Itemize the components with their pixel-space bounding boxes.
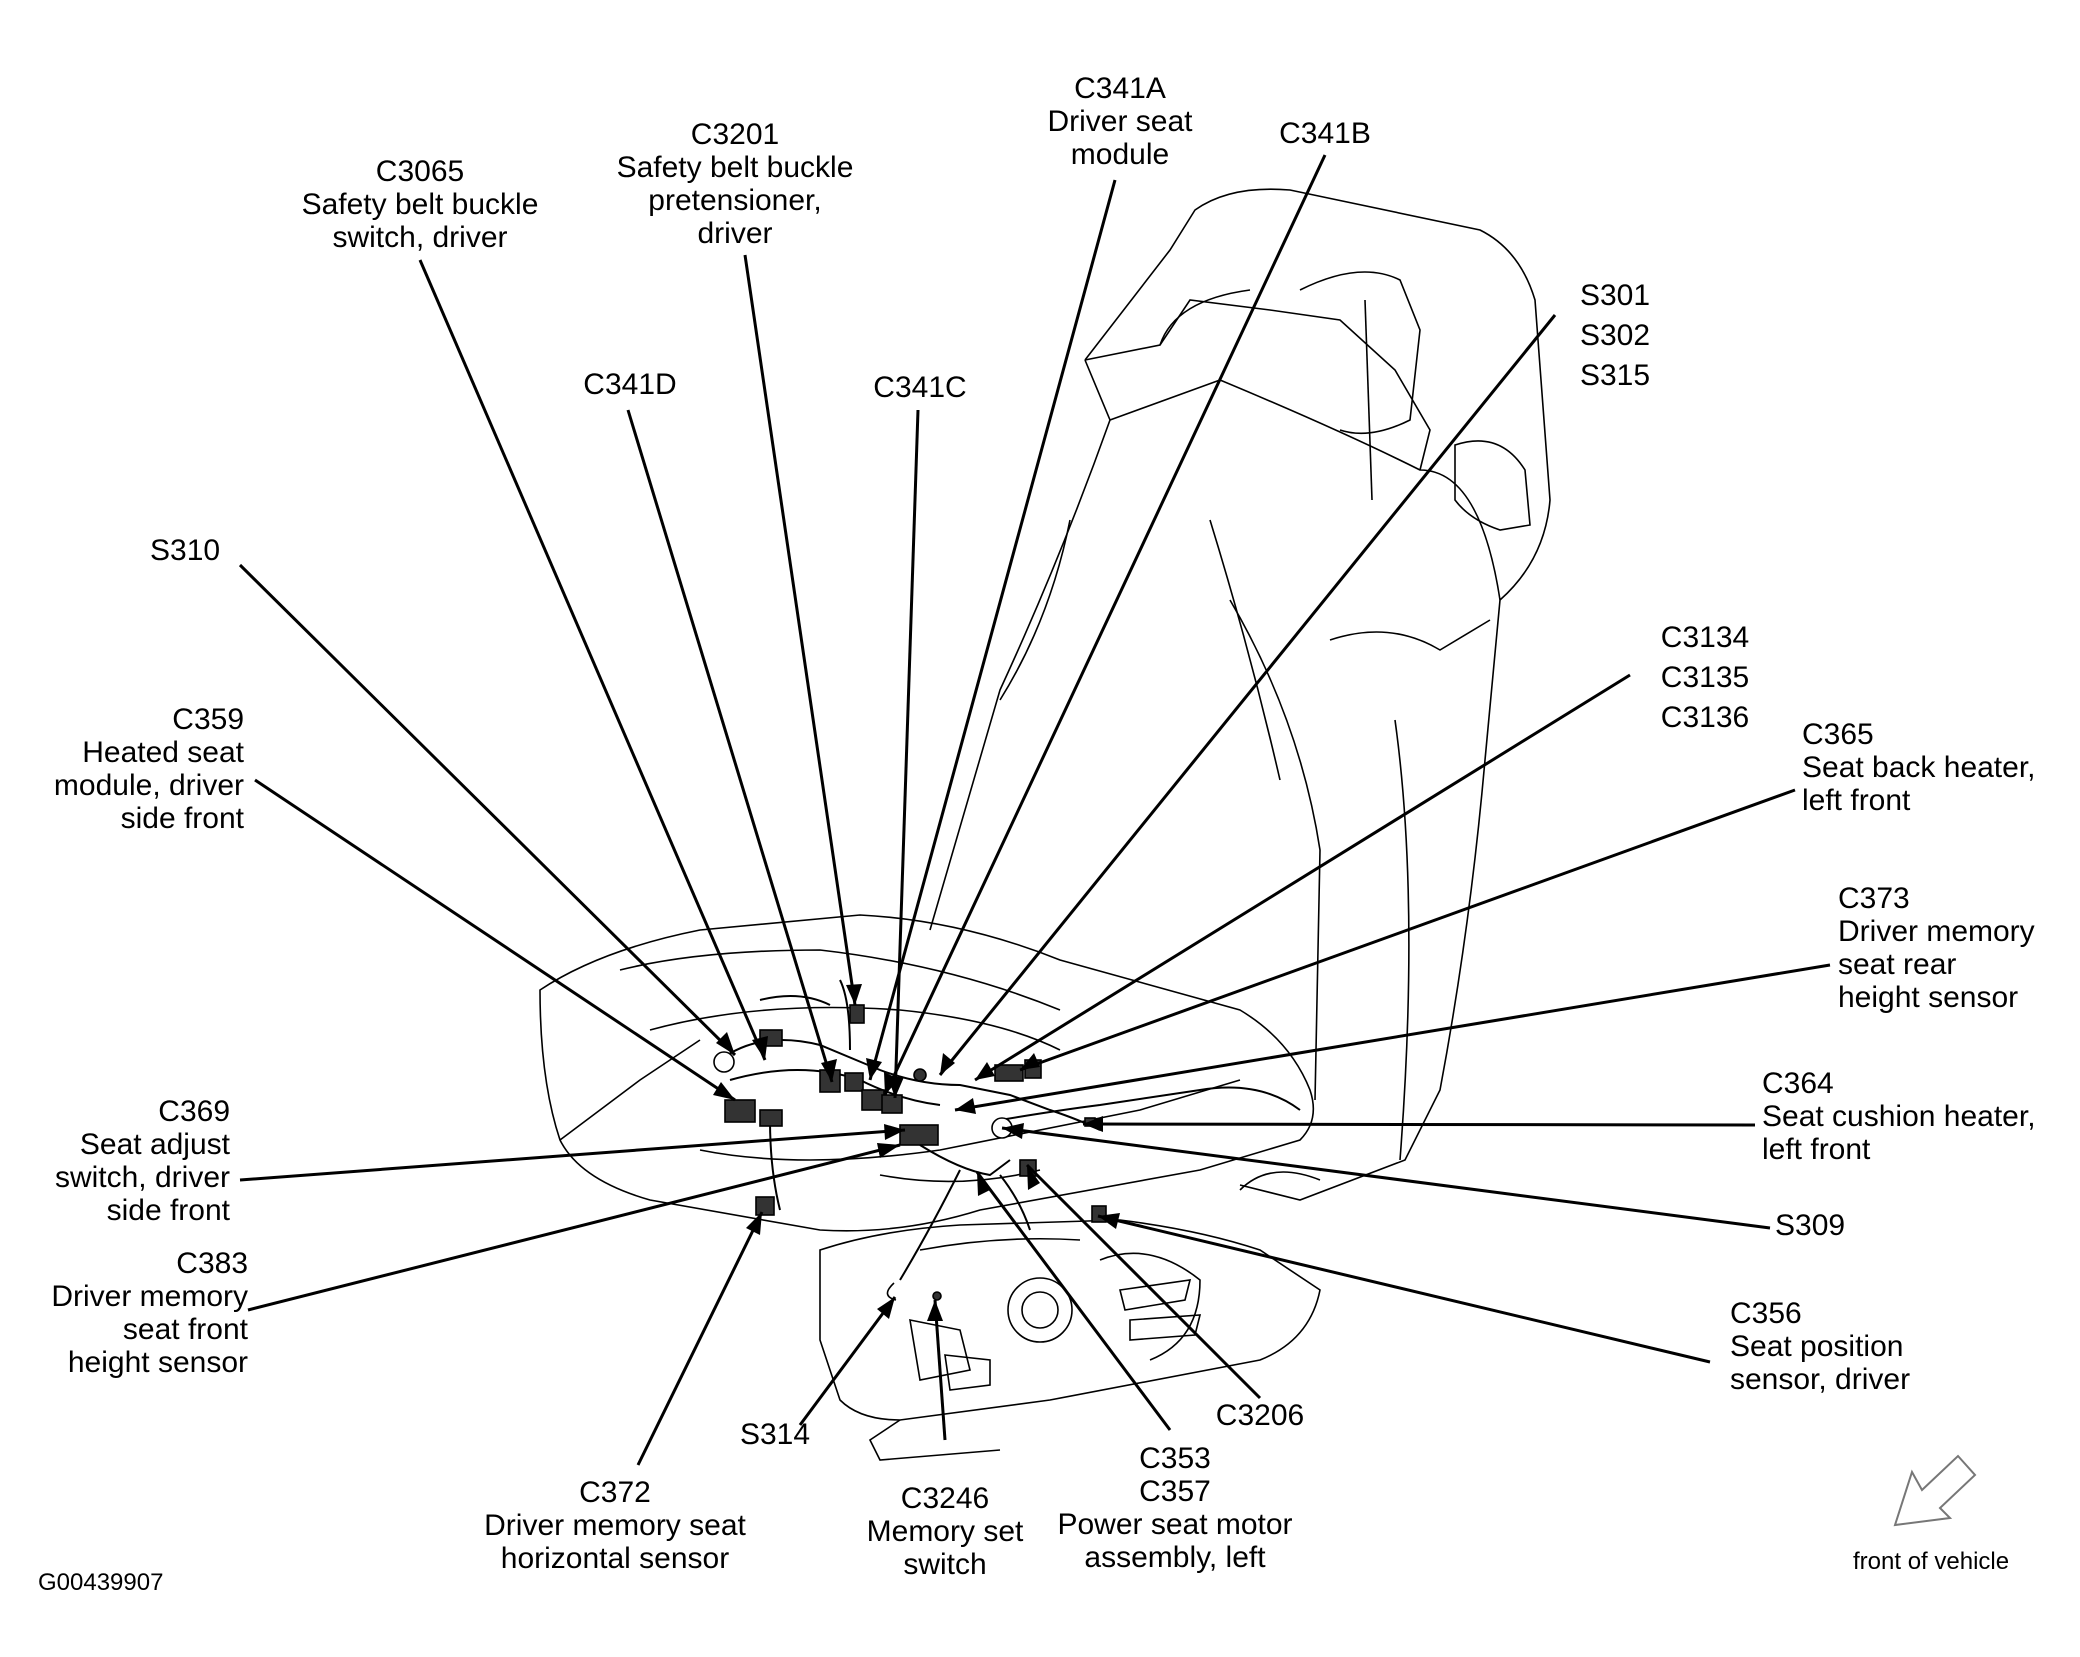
callout-c353-line: assembly, left — [1084, 1541, 1266, 1574]
callout-c3206-id: C3206 — [1215, 1399, 1305, 1432]
callout-s301-s302-s315: S301 S302 S315 — [1560, 276, 1670, 396]
callout-c3201-line: Safety belt buckle — [616, 151, 854, 184]
callout-c359: C359 Heated seat module, driver side fro… — [0, 703, 244, 835]
callout-s310-id: S310 — [150, 534, 221, 567]
callout-c356-line: sensor, driver — [1730, 1363, 1911, 1396]
callout-c356-id: C356 — [1730, 1297, 1802, 1330]
callout-s301-id: S301 — [1579, 279, 1651, 312]
orientation-label: front of vehicle — [1853, 1548, 2010, 1575]
callout-c373-line: height sensor — [1838, 981, 2019, 1014]
callout-c369-line: Seat adjust — [79, 1128, 230, 1161]
callout-c365: C365 Seat back heater, left front — [1802, 718, 2036, 817]
callout-c3206: C3206 — [1195, 1399, 1325, 1432]
callout-c341b: C341B — [1260, 117, 1390, 150]
callout-c3065-line: Safety belt buckle — [301, 188, 539, 221]
seat-illustration — [539, 188, 1551, 1461]
callout-c353-id: C353 — [1139, 1442, 1211, 1475]
callout-c341d-id: C341D — [583, 368, 677, 401]
callout-c369-line: side front — [106, 1194, 230, 1227]
callout-c3201-id: C3201 — [690, 118, 780, 151]
callout-c383-line: height sensor — [67, 1346, 248, 1379]
callout-c3246-line: switch — [903, 1548, 987, 1581]
callout-c359-id: C359 — [172, 703, 244, 736]
callout-c3065-id: C3065 — [375, 155, 465, 188]
callout-c383-id: C383 — [176, 1247, 248, 1280]
callout-c3135-id: C3135 — [1660, 661, 1750, 694]
callout-c373-id: C373 — [1838, 882, 1910, 915]
callout-c365-id: C365 — [1802, 718, 1874, 751]
callout-c3246-id: C3246 — [900, 1482, 990, 1515]
callout-c341d: C341D — [565, 368, 695, 401]
seat-back-outline — [1084, 188, 1551, 1201]
callout-c369: C369 Seat adjust switch, driver side fro… — [0, 1095, 230, 1227]
callout-c3246: C3246 Memory set switch — [850, 1482, 1040, 1581]
callout-c383-line: seat front — [122, 1313, 248, 1346]
seat-base — [819, 1219, 1321, 1421]
callout-c372-line: Driver memory seat — [484, 1509, 746, 1542]
callout-c373: C373 Driver memory seat rear height sens… — [1838, 882, 2035, 1014]
callout-c356-line: Seat position — [1730, 1330, 1904, 1363]
callout-c3065-line: switch, driver — [332, 221, 508, 254]
callout-c359-line: module, driver — [53, 769, 244, 802]
leader-lines — [238, 154, 1831, 1466]
callout-s309: S309 — [1775, 1209, 1845, 1242]
callout-c341a-id: C341A — [1074, 72, 1166, 105]
callout-c383: C383 Driver memory seat front height sen… — [0, 1247, 248, 1379]
callout-c3134-c3135-c3136: C3134 C3135 C3136 — [1640, 618, 1770, 738]
callout-c372: C372 Driver memory seat horizontal senso… — [470, 1476, 760, 1575]
callout-c341c: C341C — [855, 371, 985, 404]
figure-id: G00439907 — [38, 1569, 164, 1596]
callout-s309-id: S309 — [1775, 1209, 1846, 1242]
callout-c3201-line: pretensioner, — [648, 184, 822, 217]
callout-c341c-id: C341C — [873, 371, 967, 404]
callout-c383-line: Driver memory — [51, 1280, 248, 1313]
callout-c359-line: side front — [120, 802, 244, 835]
callout-c373-line: Driver memory — [1838, 915, 2035, 948]
seat-cushion-outline — [539, 914, 1315, 1232]
callout-c356: C356 Seat position sensor, driver — [1730, 1297, 1910, 1396]
callout-c364-line: left front — [1762, 1133, 1871, 1166]
callout-c3134-id: C3134 — [1660, 621, 1750, 654]
callout-c341a-line: Driver seat — [1047, 105, 1193, 138]
callout-c3246-line: Memory set — [866, 1515, 1024, 1548]
callout-c373-line: seat rear — [1838, 948, 1957, 981]
callout-c341a: C341A Driver seat module — [1005, 72, 1235, 171]
callout-c353-c357: C353 C357 Power seat motor assembly, lef… — [1040, 1442, 1310, 1574]
callout-c341a-line: module — [1070, 138, 1170, 171]
callout-c364-line: Seat cushion heater, — [1762, 1100, 2036, 1133]
callout-c3201-line: driver — [697, 217, 773, 250]
callout-c372-line: horizontal sensor — [500, 1542, 730, 1575]
callout-s314-id: S314 — [739, 1418, 811, 1451]
callout-c364-id: C364 — [1762, 1067, 1834, 1100]
callout-c357-id: C357 — [1139, 1475, 1211, 1508]
arrowheads — [713, 984, 1120, 1321]
callout-c353-line: Power seat motor — [1057, 1508, 1293, 1541]
callout-c3065: C3065 Safety belt buckle switch, driver — [285, 155, 555, 254]
callout-c372-id: C372 — [579, 1476, 651, 1509]
callout-c3201: C3201 Safety belt buckle pretensioner, d… — [600, 118, 870, 250]
callout-c364: C364 Seat cushion heater, left front — [1762, 1067, 2036, 1166]
callout-c369-id: C369 — [158, 1095, 230, 1128]
headrest — [1299, 271, 1421, 435]
front-of-vehicle-arrow — [1893, 1454, 1977, 1527]
callout-c359-line: Heated seat — [82, 736, 244, 769]
callout-s315-id: S315 — [1579, 359, 1651, 392]
callout-s310: S310 — [150, 534, 220, 567]
callout-c341b-id: C341B — [1279, 117, 1371, 150]
callout-s302-id: S302 — [1579, 319, 1651, 352]
callout-c3136-id: C3136 — [1660, 701, 1750, 734]
callout-c369-line: switch, driver — [54, 1161, 230, 1194]
callout-s314: S314 — [720, 1418, 830, 1451]
callout-c365-line: left front — [1802, 784, 1911, 817]
callout-c365-line: Seat back heater, — [1802, 751, 2036, 784]
